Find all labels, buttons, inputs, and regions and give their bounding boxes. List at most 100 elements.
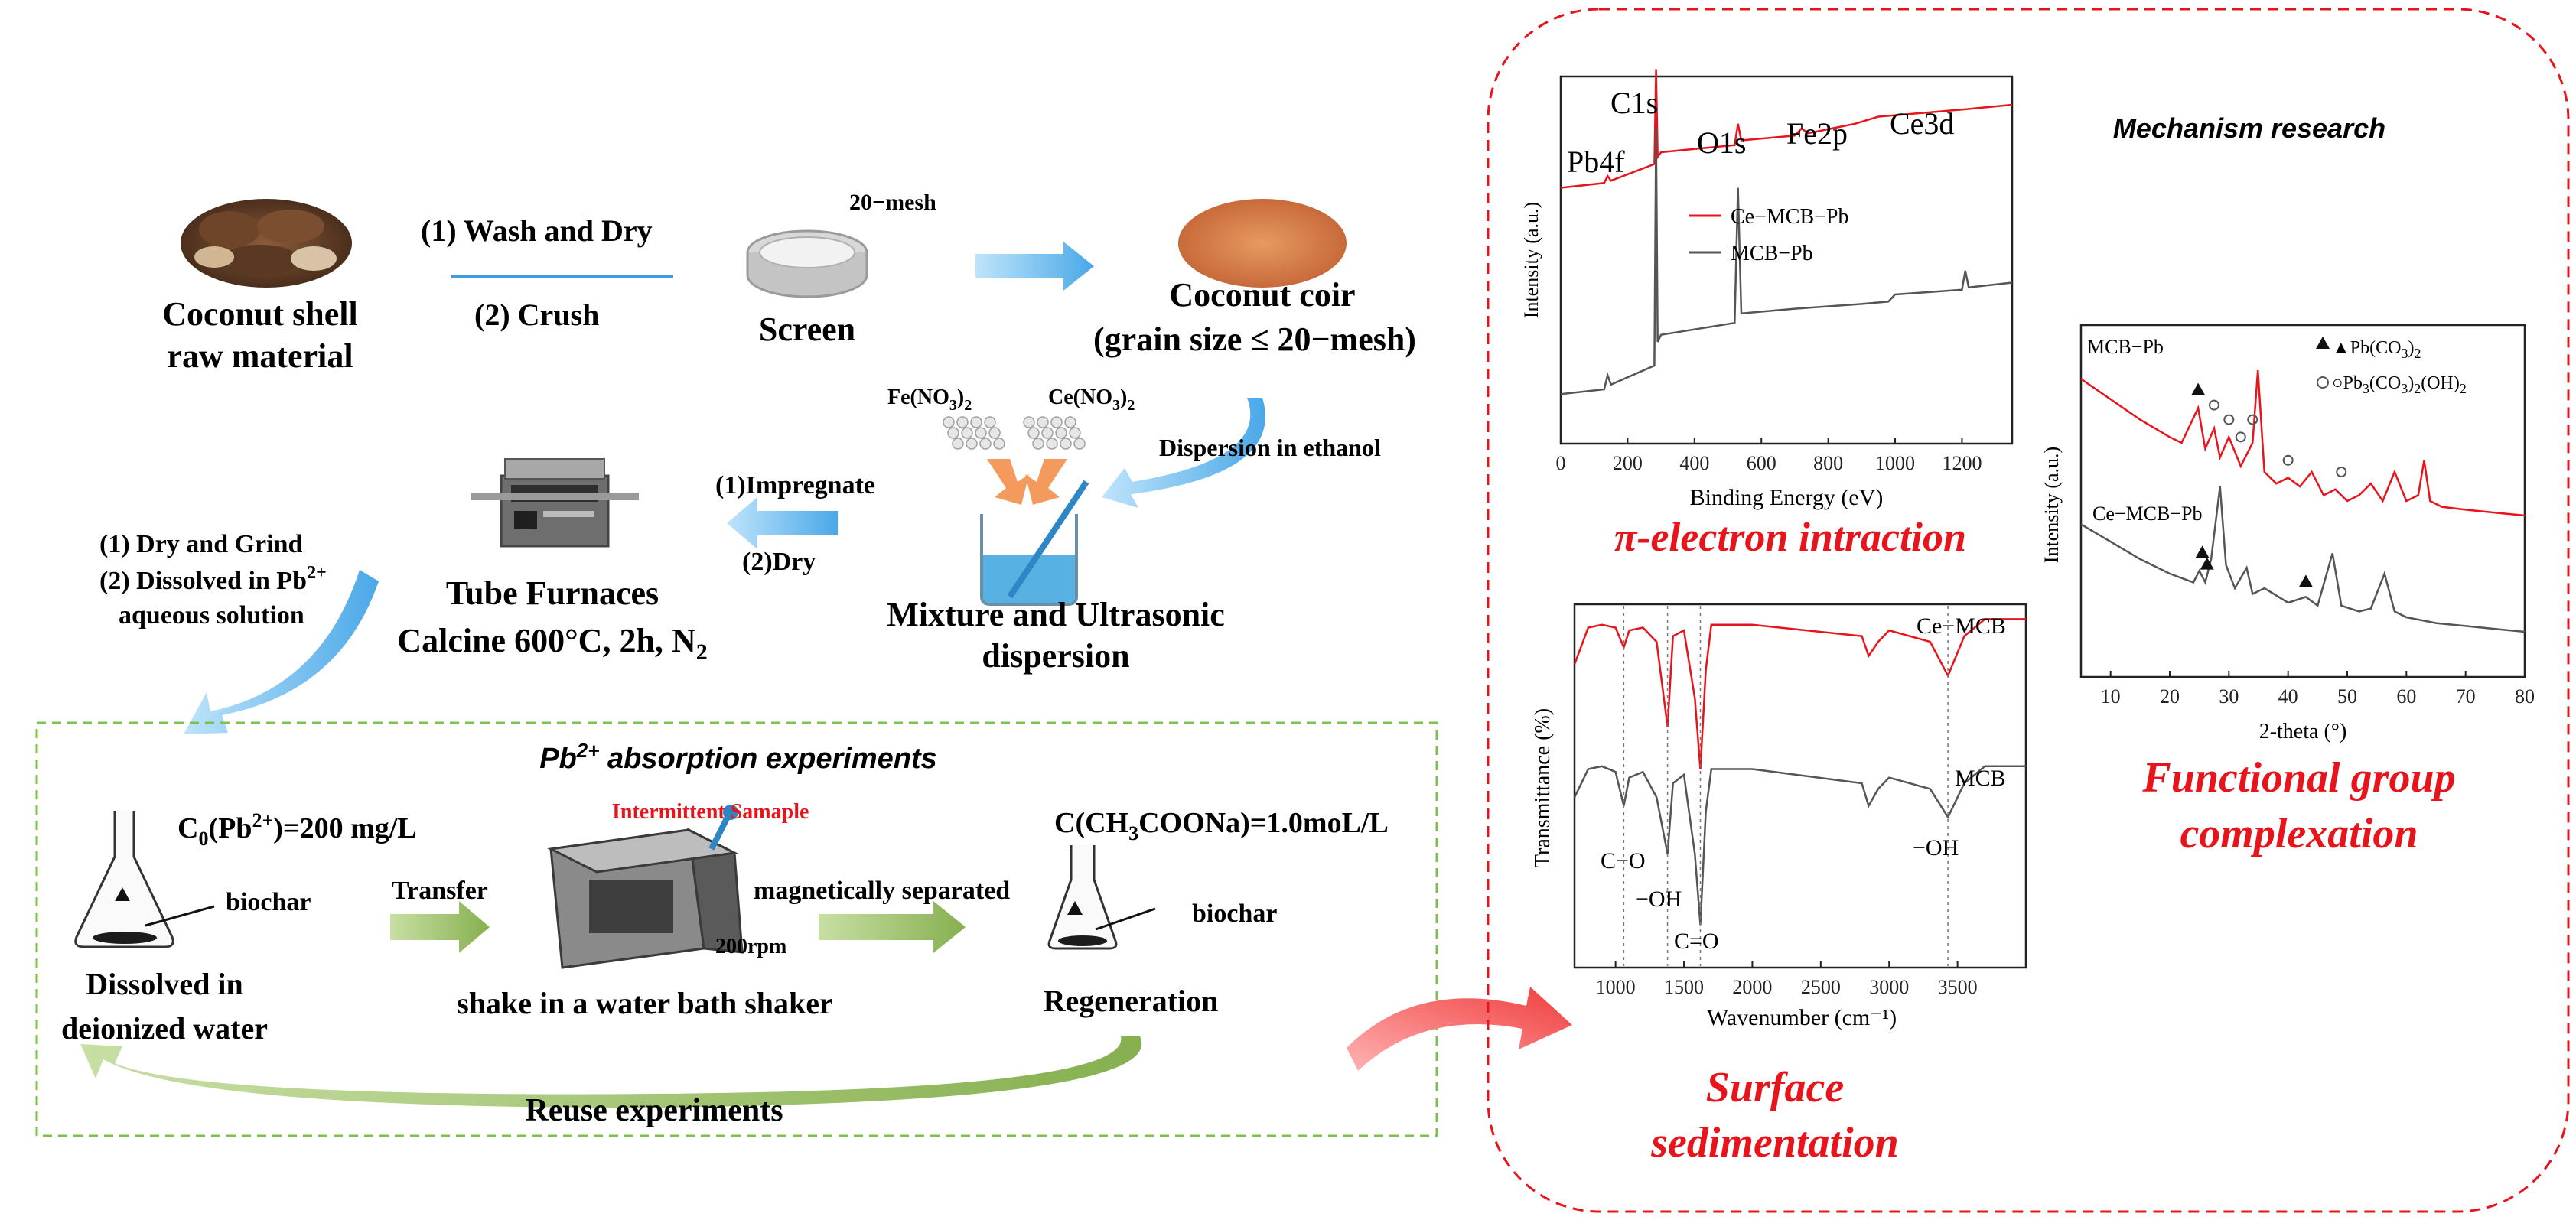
xps-xlabel: Binding Energy (eV) <box>1690 485 1884 510</box>
xps-peak-pb4f: Pb4f <box>1567 145 1625 179</box>
shake-label: shake in a water bath shaker <box>457 986 833 1020</box>
ftir-ylabel: Transmittance (%) <box>1531 708 1555 867</box>
green-arrow-transfer <box>390 901 490 953</box>
feDots-dot <box>970 416 982 428</box>
ceDots-dot <box>1050 416 1063 428</box>
ceDots-dot <box>1064 416 1076 428</box>
mixture-label-2: dispersion <box>982 637 1129 675</box>
ftir-plot-frame <box>1573 603 2027 969</box>
fe-nitrate-label: Fe(NO3)2 <box>887 386 972 414</box>
chart1-xtick-label-3: 2500 <box>1801 976 1841 998</box>
functional-title-1: Functional group <box>2141 754 2455 802</box>
chart2-xtick-label-1: 20 <box>2160 685 2180 708</box>
chart0-xtick-label-6: 1200 <box>1942 452 1982 474</box>
feDots-dot <box>984 416 996 428</box>
chart0-xtick-label-4: 800 <box>1813 452 1843 474</box>
xps-legend-red: Ce−MCB−Pb <box>1731 205 1849 229</box>
chart0-xtick-label-5: 1000 <box>1875 452 1915 474</box>
mesh-tag: 20−mesh <box>849 190 936 215</box>
feDots-dot <box>988 427 1001 439</box>
surface-title-1: Surface <box>1706 1064 1844 1111</box>
cna-label: C(CH3COONa)=1.0moL/L <box>1054 807 1389 844</box>
ce-nitrate-label: Ce(NO3)2 <box>1048 386 1135 414</box>
xrd-label-mcbpb: MCB−Pb <box>2087 336 2164 358</box>
dispersion-label: Dispersion in ethanol <box>1159 434 1381 461</box>
coconut-shell-label-1: Coconut shell <box>162 295 357 333</box>
green-arrow-mag <box>819 901 966 953</box>
biochar-label-2: biochar <box>1192 900 1277 928</box>
dissolved-pb-label: (2) Dissolved in Pb2+ <box>99 563 327 595</box>
dry-grind-label: (1) Dry and Grind <box>99 530 303 558</box>
xrd-label-cemcbpb: Ce−MCB−Pb <box>2092 503 2202 525</box>
intermittent-label: Intermittent Samaple <box>612 800 809 824</box>
ceDots-dot <box>1027 427 1040 439</box>
tube-furnace-label: Tube Furnaces <box>446 574 659 612</box>
xrd-legend-circle: ○Pb3(CO3)2(OH)2 <box>2332 373 2467 396</box>
mixture-label-1: Mixture and Ultrasonic <box>887 596 1225 633</box>
xrd-xlabel: 2-theta (°) <box>2259 720 2347 743</box>
chart1-xtick-label-4: 3000 <box>1869 976 1909 998</box>
tube-furnace-image <box>471 458 639 548</box>
dry-label: (2)Dry <box>742 548 816 576</box>
xps-legend-gray: MCB−Pb <box>1731 242 1813 265</box>
xrd-plot-frame <box>2079 324 2526 678</box>
feDots-dot <box>943 416 955 428</box>
ceDots-dot <box>1032 438 1044 450</box>
chart2-series-0 <box>2080 369 2526 517</box>
absorption-box <box>35 721 1438 1137</box>
coconut-coir-label-1: Coconut coir <box>1169 276 1355 314</box>
rpm-label: 200rpm <box>715 935 786 958</box>
screen-sieve-image <box>746 229 868 298</box>
xrd-triangle-1 <box>2195 545 2210 558</box>
ftir-chart: Transmittance (%) Wavenumber (cm⁻¹) 1000… <box>1531 603 2027 1030</box>
ceDots-dot <box>1073 438 1086 450</box>
feDots-dot <box>975 427 987 439</box>
coconut-coir-label-2: (grain size ≤ 20−mesh) <box>1093 320 1416 358</box>
xrd-circle-3 <box>2247 414 2258 425</box>
mag-label: magnetically separated <box>754 877 1010 905</box>
chart0-series-0 <box>1560 69 2013 189</box>
chart0-series-1 <box>1560 128 2013 395</box>
feDots-dot <box>993 438 1005 450</box>
absorption-title: Pb2+ absorption experiments <box>539 739 937 775</box>
calcine-label: Calcine 600°C, 2h, N2 <box>397 622 707 665</box>
xrd-legend-circle-glyph <box>2317 376 2329 389</box>
ftir-label-mcb: MCB <box>1955 766 2006 791</box>
xps-ylabel: Intensity (a.u.) <box>1520 202 1542 318</box>
feDots-dot <box>956 416 969 428</box>
feDots-dot <box>966 438 978 450</box>
xps-plot-frame <box>1559 75 2014 445</box>
chart0-xtick-label-3: 600 <box>1747 452 1776 474</box>
chart2-series-1 <box>2080 486 2526 633</box>
ceDots-dot <box>1037 416 1049 428</box>
chart2-xtick-label-7: 80 <box>2515 685 2535 708</box>
functional-title-2: complexation <box>2180 810 2418 857</box>
chart1-xtick-label-1: 1500 <box>1664 976 1704 998</box>
ftir-ann-oh1: −OH <box>1636 887 1682 912</box>
ftir-ann-oh2: −OH <box>1913 835 1959 861</box>
chart0-xtick-label-1: 200 <box>1613 452 1643 474</box>
xrd-circle-2 <box>2235 431 2246 443</box>
ceDots-dot <box>1069 427 1081 439</box>
pi-electron-title: π-electron intraction <box>1614 514 1966 560</box>
mechanism-box <box>1487 8 2570 1213</box>
ftir-ann-c-double-o: C=O <box>1674 929 1719 954</box>
crush-label: (2) Crush <box>474 298 599 332</box>
xrd-ylabel: Intensity (a.u.) <box>2040 447 2063 563</box>
chart1-series-0 <box>1573 618 2026 769</box>
chart2-xtick-label-6: 70 <box>2456 685 2476 708</box>
green-arrow-reuse <box>80 1036 1142 1108</box>
xrd-circle-0 <box>2209 399 2219 411</box>
screen-label: Screen <box>759 311 855 348</box>
xrd-triangle-3 <box>2298 574 2313 587</box>
xrd-legend-triangle: ▲Pb(CO3)2 <box>2332 338 2421 361</box>
dissolved-label-2: deionized water <box>61 1011 268 1046</box>
blue-arrow-screen-coir <box>975 242 1094 291</box>
coconut-shell-image <box>181 199 352 288</box>
blue-arrow-furnace-absorption <box>184 570 379 734</box>
orange-arrow-fe <box>987 459 1029 505</box>
coconut-shell-label-2: raw material <box>167 337 353 375</box>
impregnate-label: (1)Impregnate <box>715 471 875 499</box>
